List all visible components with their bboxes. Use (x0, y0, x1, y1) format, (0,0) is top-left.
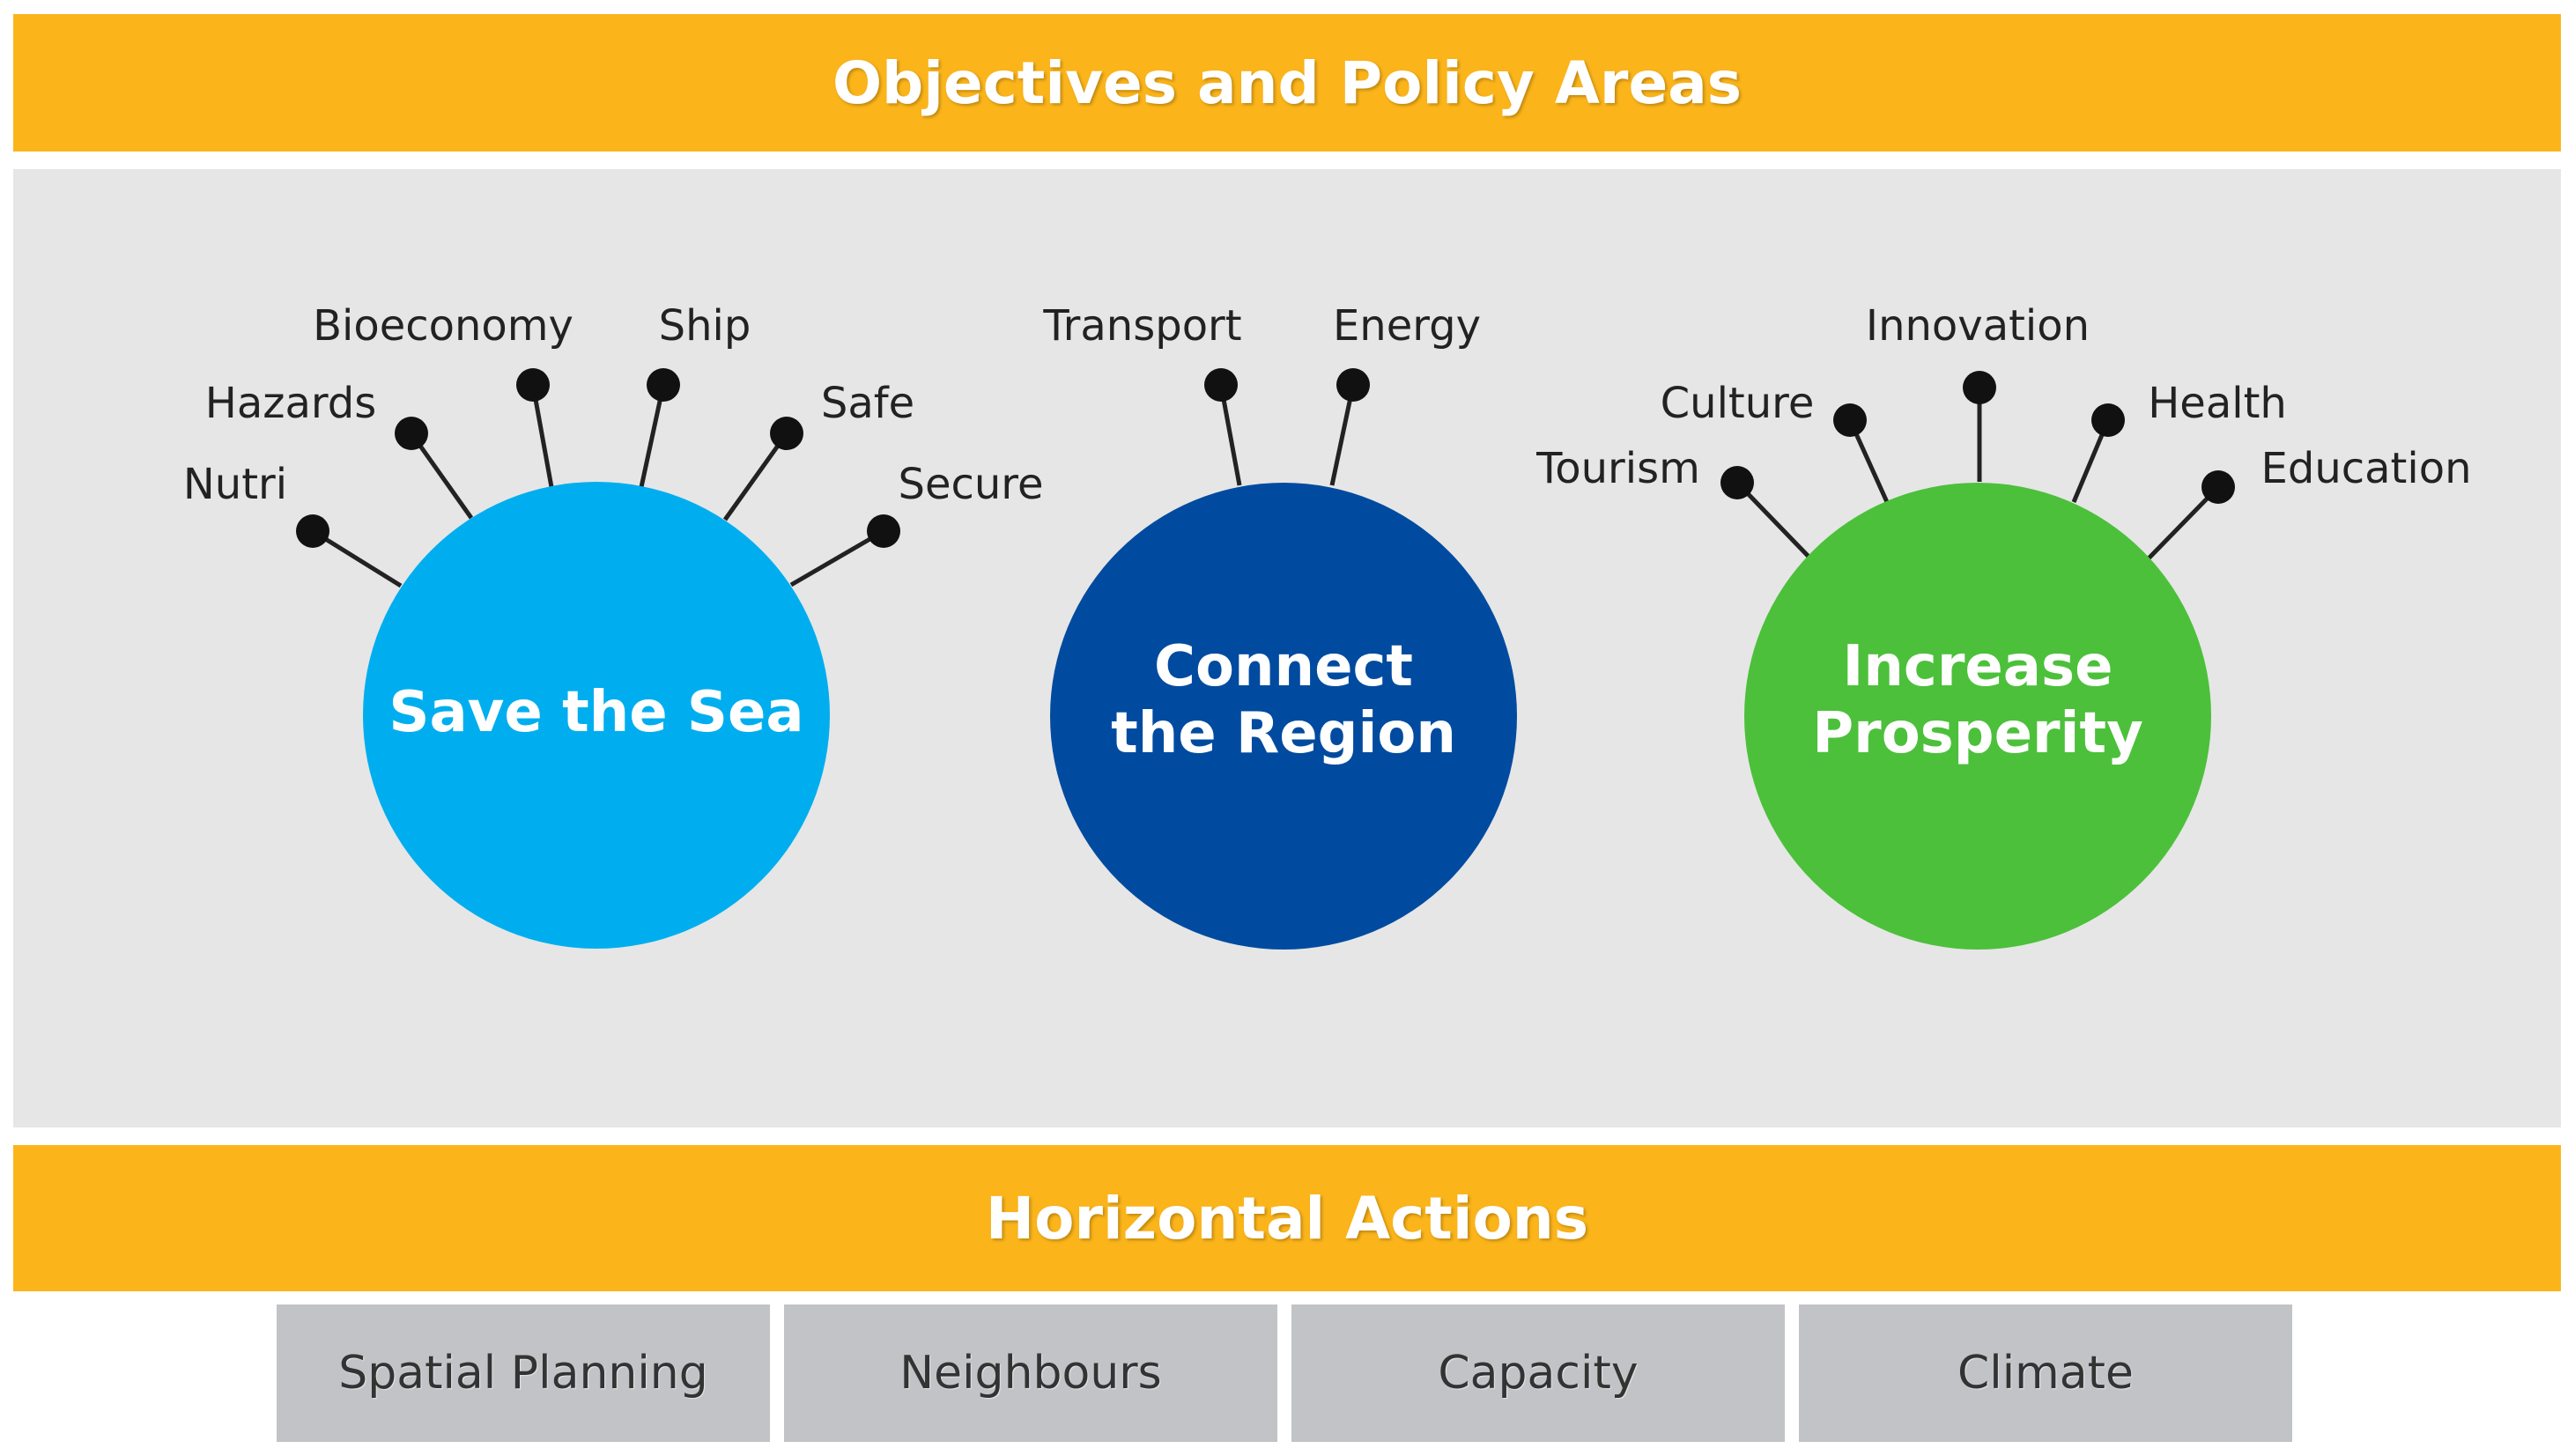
connector-line (1218, 384, 1242, 486)
policy-area-dot (647, 368, 680, 402)
horizontal-actions-row: Spatial Planning Neighbours Capacity Cli… (277, 1304, 2296, 1442)
connector-line (2144, 485, 2220, 563)
connector-line (722, 432, 789, 521)
policy-area-dot (1833, 403, 1867, 437)
connector-line (530, 384, 554, 488)
action-neighbours: Neighbours (784, 1304, 1277, 1442)
policy-area-dot (1204, 368, 1238, 402)
policy-area-transport: Transport (1042, 301, 1241, 351)
policy-area-dot (296, 514, 329, 548)
objective-save-the-sea: Save the Sea Nutri Hazards Bioeconomy Sh… (183, 301, 1044, 949)
action-climate: Climate (1799, 1304, 2292, 1442)
connector-line (1735, 481, 1815, 563)
objective-connect-the-region: Connect the Region Transport Energy (1042, 301, 1517, 950)
policy-area-bioeconomy: Bioeconomy (313, 301, 573, 351)
policy-area-innovation: Innovation (1866, 301, 2090, 351)
policy-area-dot (770, 417, 803, 450)
connect-the-region-label-line1: Connect (1154, 634, 1413, 699)
policy-area-energy: Energy (1333, 301, 1481, 351)
policy-area-safe: Safe (821, 379, 914, 428)
connector-line (1329, 384, 1356, 486)
policy-area-ship: Ship (659, 301, 751, 351)
policy-area-culture: Culture (1661, 379, 1815, 428)
policy-area-dot (867, 514, 900, 548)
policy-area-dot (516, 368, 550, 402)
objectives-header: Objectives and Policy Areas (13, 14, 2561, 152)
action-capacity: Capacity (1291, 1304, 1785, 1442)
policy-area-dot (395, 417, 428, 450)
connect-the-region-label-line2: the Region (1111, 701, 1456, 766)
objectives-header-title: Objectives and Policy Areas (832, 48, 1743, 117)
action-label: Neighbours (899, 1347, 1162, 1400)
increase-prosperity-label-line2: Prosperity (1812, 701, 2143, 766)
increase-prosperity-label-line1: Increase (1843, 634, 2113, 699)
policy-area-secure: Secure (898, 460, 1043, 509)
policy-area-dot (2201, 470, 2235, 504)
action-label: Climate (1957, 1347, 2135, 1400)
horizontal-actions-title: Horizontal Actions (985, 1184, 1589, 1253)
action-label: Spatial Planning (338, 1347, 708, 1400)
connect-the-region-circle (1050, 483, 1517, 950)
connector-line (639, 384, 666, 488)
policy-area-dot (1963, 371, 1996, 404)
policy-area-education: Education (2261, 444, 2472, 493)
connector-line (789, 528, 885, 588)
action-spatial-planning: Spatial Planning (277, 1304, 770, 1442)
policy-area-tourism: Tourism (1535, 444, 1700, 493)
action-label: Capacity (1438, 1347, 1639, 1400)
horizontal-actions-header: Horizontal Actions (13, 1145, 2561, 1291)
policy-area-nutri: Nutri (183, 460, 287, 509)
connector-line (409, 432, 474, 520)
policy-area-dot (1720, 466, 1754, 499)
connector-line (311, 528, 403, 588)
increase-prosperity-circle (1744, 483, 2211, 950)
policy-area-hazards: Hazards (205, 379, 376, 428)
policy-area-dot (2091, 403, 2125, 437)
objective-increase-prosperity: Increase Prosperity Tourism Culture Inno… (1535, 301, 2471, 950)
policy-area-dot (1336, 368, 1370, 402)
save-the-sea-circle (363, 482, 830, 949)
save-the-sea-label: Save the Sea (388, 680, 803, 745)
policy-area-health: Health (2148, 379, 2287, 428)
